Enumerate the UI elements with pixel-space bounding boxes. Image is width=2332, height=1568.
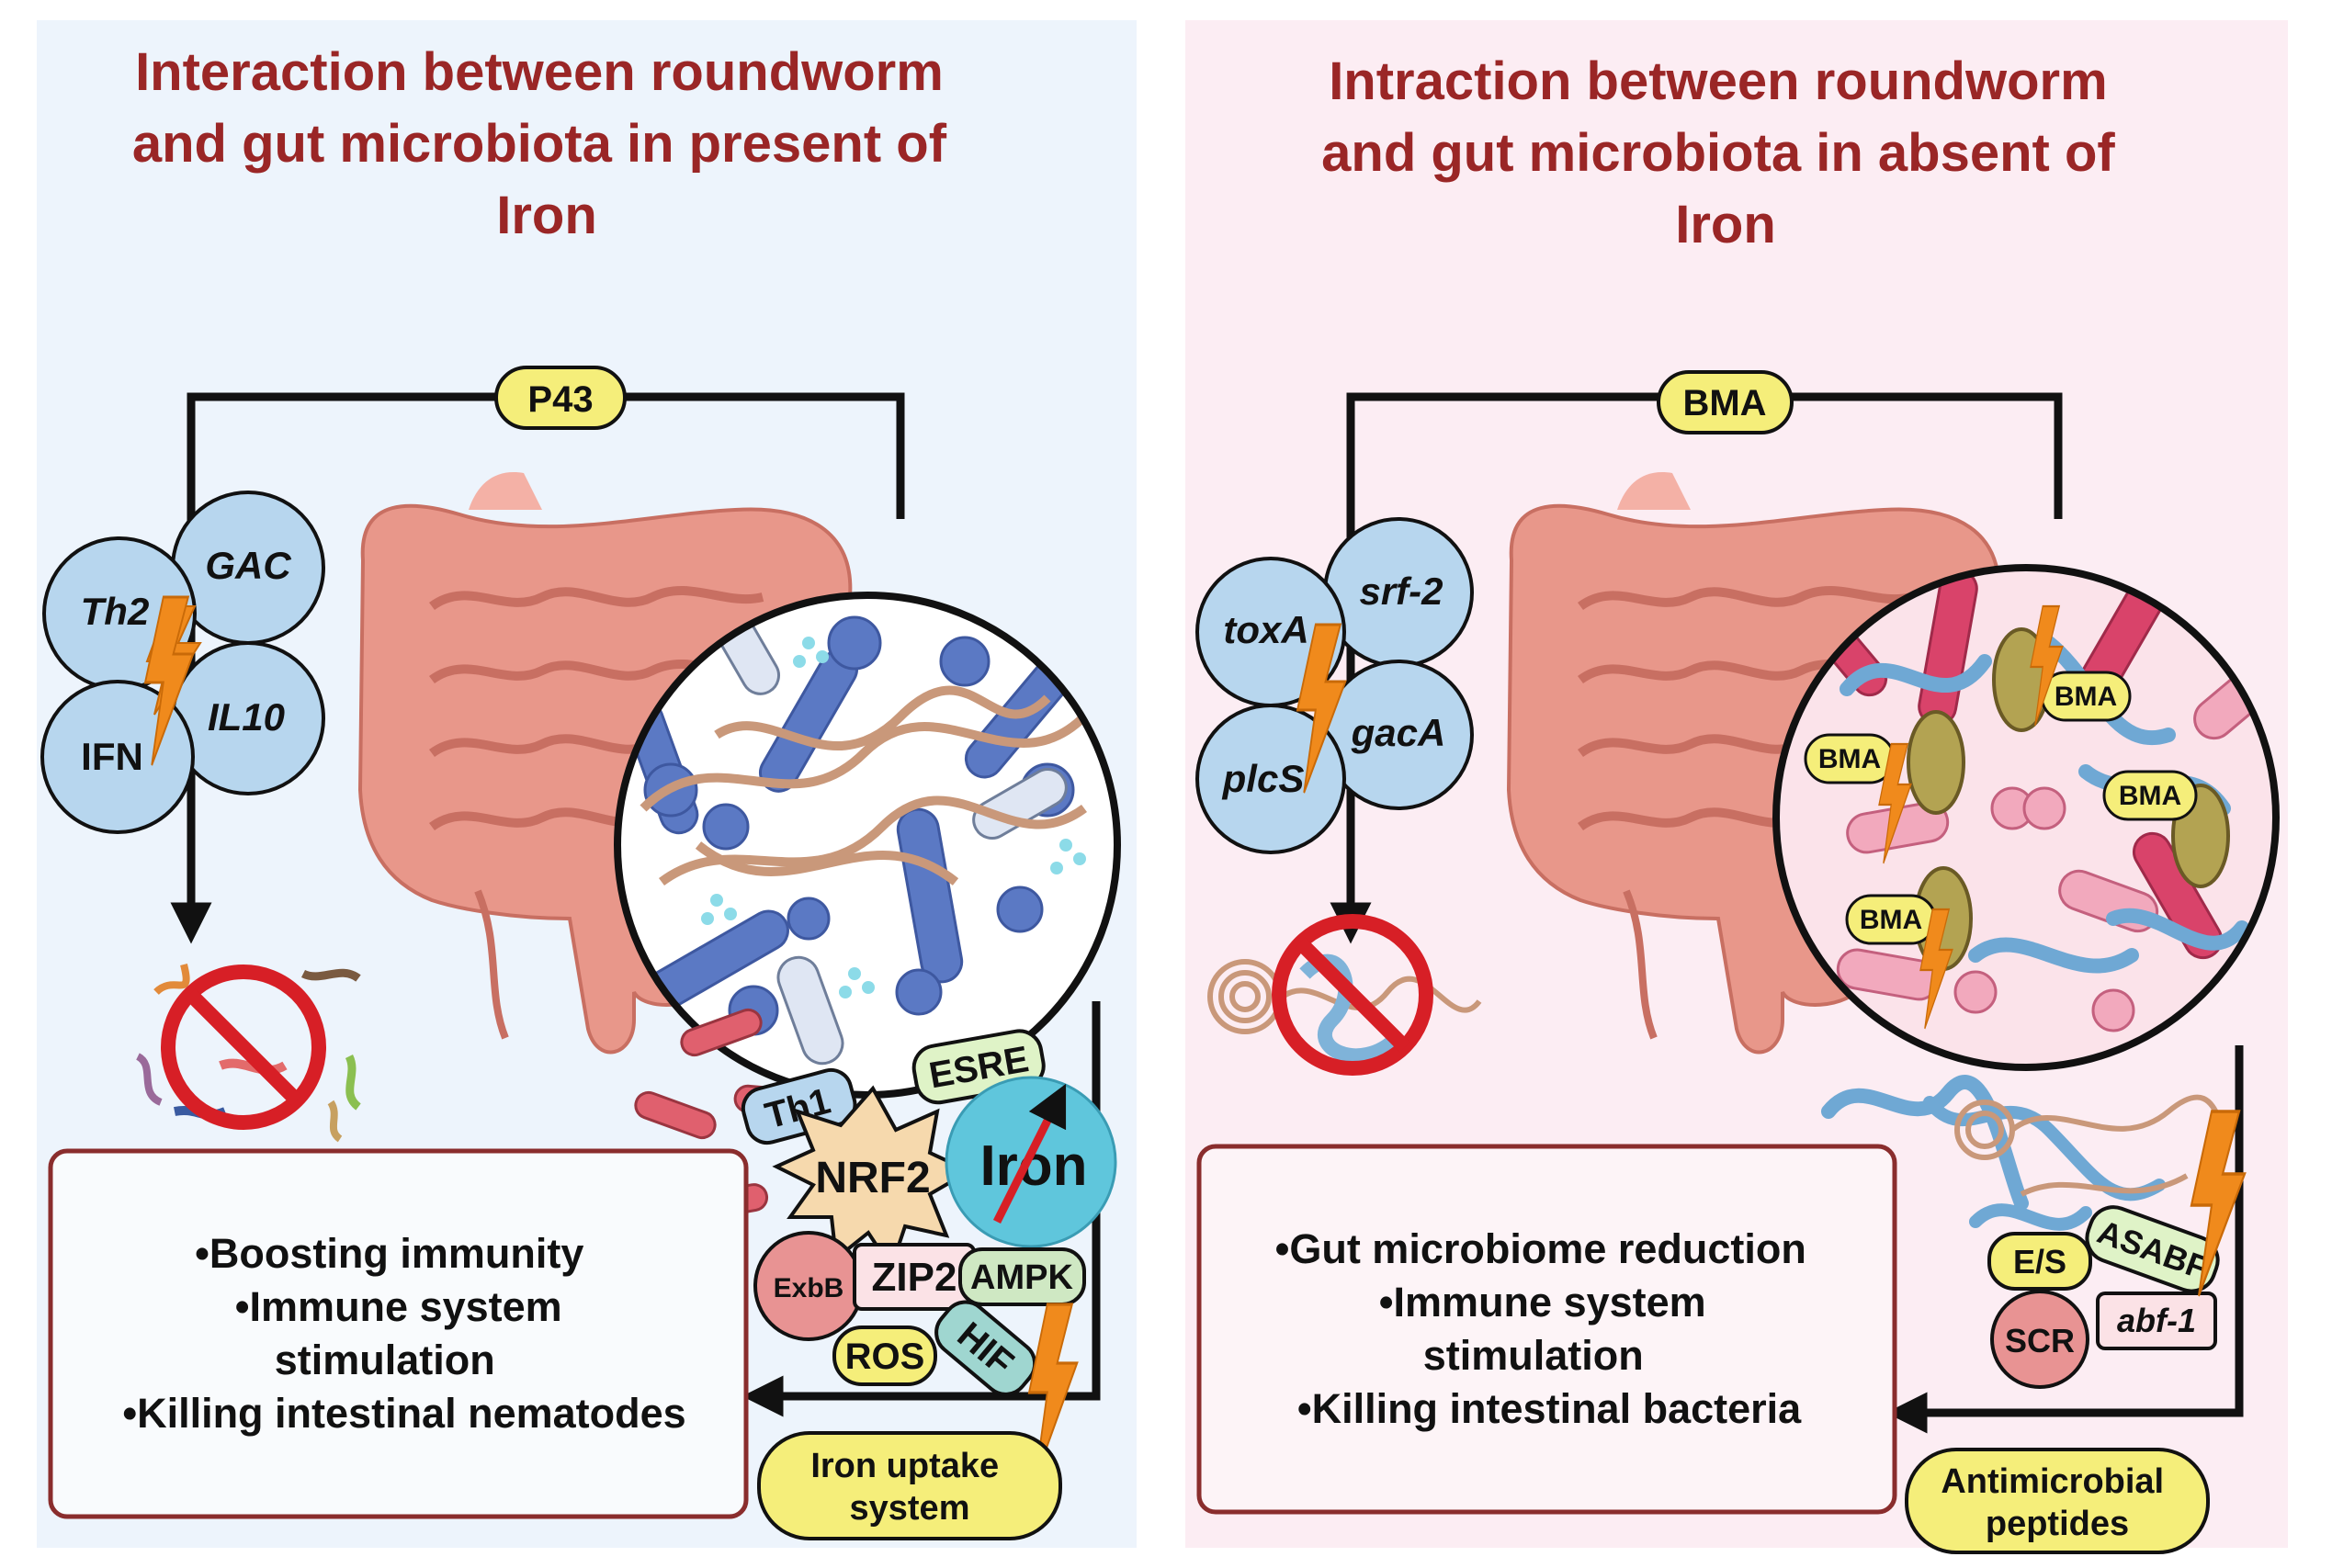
bma-tag-4-label: BMA (1860, 905, 1922, 935)
svg-text:Antimicrobial peptides: Antimicrobial peptides (1941, 1462, 2173, 1543)
antimicrobial-line-2: peptides (1986, 1505, 2129, 1543)
right-title-line-3: Iron (1675, 195, 1776, 254)
ifn-label: IFN (81, 735, 143, 778)
es-tag: E/S (1987, 1232, 2092, 1291)
gaca-label: gacA (1351, 711, 1446, 754)
left-prohibited-nematodes (135, 964, 362, 1143)
svg-text:•Boosting immunity •Im: •Boosting immunity •Immune system stimul… (122, 1230, 685, 1437)
right-panel: Intraction between roundworm and gut mic… (1185, 20, 2288, 1554)
plcs-circle (1195, 704, 1346, 854)
th2-label: Th2 (81, 590, 150, 633)
zip2-label: ZIP2 (872, 1255, 957, 1300)
bma-tag-2-label: BMA (1818, 744, 1881, 774)
left-panel: Interaction between roundworm and gut mi… (37, 20, 1137, 1548)
right-worm-cluster (1821, 1075, 2236, 1231)
svg-text:•Gut microbiome reduction: •Gut microbiome reduction •Immune system… (1275, 1225, 1818, 1432)
bma-tag-3-label: BMA (2119, 781, 2181, 811)
abf1-tag: abf-1 (2096, 1292, 2217, 1350)
ifn-circle (40, 680, 195, 834)
bma-tag-1-label: BMA (2055, 682, 2117, 712)
iron-uptake-line-2: system (850, 1489, 970, 1528)
right-title: Intraction between roundworm and gut mic… (1321, 51, 2130, 254)
plcs-label: plcS (1222, 757, 1305, 800)
bma-tag-2: BMA (1804, 733, 1896, 784)
left-outcome-line-2: •Immune system (235, 1283, 562, 1330)
scr-label: SCR (2005, 1322, 2075, 1359)
left-outcome-box: •Boosting immunity •Immune system stimul… (48, 1148, 749, 1519)
zip2-tag: ZIP2 (853, 1243, 976, 1311)
nrf2-star: NRF2 (772, 1085, 974, 1272)
right-outcome-line-4: •Killing intestinal bacteria (1297, 1385, 1802, 1432)
toxa-label: toxA (1223, 608, 1308, 651)
exbb-circle: ExbB (753, 1231, 864, 1341)
srf2-label: srf-2 (1359, 570, 1443, 613)
left-outcome-line-3: stimulation (275, 1337, 495, 1383)
right-outcome-line-1: •Gut microbiome reduction (1275, 1225, 1806, 1272)
asabf-tag: ASABF (2085, 1205, 2220, 1293)
ros-label: ROS (845, 1337, 925, 1377)
left-outcome-line-1: •Boosting immunity (195, 1230, 583, 1277)
right-bottom-label: Antimicrobial peptides (1905, 1448, 2210, 1554)
right-outcome-box: •Gut microbiome reduction •Immune system… (1196, 1144, 1897, 1515)
left-title-line-2: and gut microbiota in present of (132, 114, 947, 174)
left-title-line-3: Iron (496, 186, 597, 245)
bma-tag-3: BMA (2102, 770, 2198, 821)
left-title-line-1: Interaction between roundworm (135, 42, 944, 102)
antimicrobial-line-1: Antimicrobial (1941, 1462, 2164, 1501)
scr-circle: SCR (1990, 1290, 2089, 1389)
left-bottom-label: Iron uptake system (757, 1431, 1062, 1540)
prohibition-icon (1272, 914, 1433, 1076)
gac-label: GAC (205, 544, 291, 587)
left-top-label: P43 (494, 366, 627, 430)
ros-tag: ROS (832, 1325, 937, 1386)
ampk-tag: AMPK (958, 1247, 1086, 1306)
bma-tag-4: BMA (1845, 894, 1937, 945)
left-title: Interaction between roundworm and gut mi… (132, 42, 961, 245)
right-outcome-line-3: stimulation (1423, 1332, 1644, 1379)
iron-sphere: Iron (945, 1076, 1117, 1248)
right-outcome-line-2: •Immune system (1379, 1279, 1706, 1325)
prohibition-icon (161, 964, 326, 1130)
right-title-line-2: and gut microbiota in absent of (1321, 123, 2115, 183)
nrf2-label: NRF2 (815, 1154, 930, 1202)
right-top-label: BMA (1657, 370, 1794, 434)
iron-increase-arrow-icon (992, 1083, 1067, 1224)
il10-label: IL10 (208, 695, 285, 739)
left-microbe-magnifier-icon (614, 592, 1121, 1099)
bma-top-label: BMA (1682, 383, 1766, 423)
ampk-label: AMPK (970, 1258, 1073, 1297)
es-label: E/S (2013, 1243, 2066, 1280)
bma-tag-1: BMA (2040, 671, 2132, 722)
left-outcome-line-4: •Killing intestinal nematodes (122, 1390, 685, 1437)
p43-label: P43 (527, 379, 593, 420)
right-gene-circles (1195, 517, 1474, 854)
exbb-label: ExbB (774, 1273, 844, 1303)
right-molecule-cluster: E/S ASABF SCR abf-1 (1987, 1110, 2247, 1389)
right-prohibited-worm (1207, 914, 1482, 1076)
left-gene-circles (40, 491, 325, 834)
iron-uptake-line-1: Iron uptake (810, 1447, 999, 1485)
svg-text:Iron uptake system: Iron uptake system (810, 1447, 1008, 1528)
abf1-label: abf-1 (2117, 1302, 2196, 1339)
right-title-line-1: Intraction between roundworm (1329, 51, 2108, 111)
